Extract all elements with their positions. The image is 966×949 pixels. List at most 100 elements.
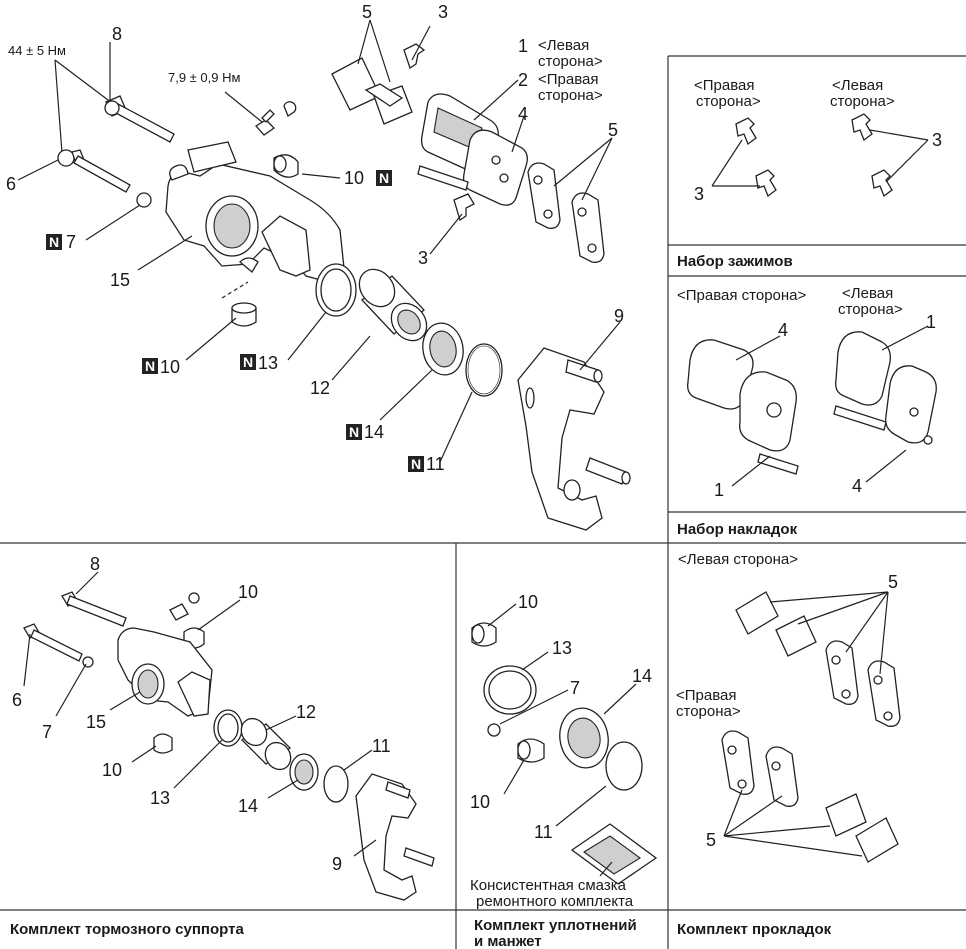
pad-icon-left-1 [835, 331, 891, 406]
callout-1-side2: сторона> [538, 53, 603, 70]
callout-8: 8 [112, 24, 122, 44]
seal-callout-14: 14 [632, 666, 652, 686]
n-badge-11 [408, 456, 424, 472]
clips-right-side-1: <Правая [694, 77, 755, 94]
shim-icon-right-c [825, 793, 867, 837]
top-exploded-view: 44 ± 5 Нм 7,9 ± 0,9 Нм [6, 2, 631, 531]
callout-10-top: 10 [344, 168, 364, 188]
seal-callout-11: 11 [534, 822, 553, 842]
kit-callout-10-lower: 10 [102, 760, 122, 780]
boot-10-top [273, 154, 299, 178]
n-badge-14-text: N [349, 424, 359, 440]
shim-kit-panel: <Левая сторона> <Правая сторона> 5 5 Ком… [676, 551, 901, 938]
n-badge-10-top [376, 170, 392, 186]
callout-9: 9 [614, 306, 624, 326]
callout-2-side2: сторона> [538, 87, 603, 104]
guide-pin-6 [57, 149, 131, 193]
clip-icon-right-a [735, 117, 757, 146]
seal-kit-caption-1: Комплект уплотнений [474, 917, 637, 934]
shims-5-right [527, 162, 605, 263]
shim-callout-5-right: 5 [706, 830, 716, 850]
callout-12: 12 [310, 378, 330, 398]
shim-icon-left-b [775, 615, 817, 657]
seal-callout-7: 7 [570, 678, 580, 698]
grease-label-1: Консистентная смазка [470, 877, 627, 894]
caliper-kit-panel: 8 6 7 15 10 10 13 12 14 11 9 Комплект то… [10, 554, 435, 938]
caliper-body-15 [165, 141, 345, 283]
shim-icon-right-b [765, 746, 799, 807]
clips-callout-3-right: 3 [694, 184, 704, 204]
seal-kit-panel: 10 13 7 14 10 11 Консистентная смазка ре… [470, 592, 658, 949]
pads-panel: <Правая сторона> <Левая сторона> 4 1 1 4… [677, 285, 937, 538]
seal-callout-10-lower: 10 [470, 792, 490, 812]
clips-callout-3-left: 3 [932, 130, 942, 150]
kit-callout-7: 7 [42, 722, 52, 742]
kit-callout-9: 9 [332, 854, 342, 874]
pads-callout-1-right: 1 [714, 480, 724, 500]
piston-12 [358, 268, 428, 342]
callout-13: 13 [258, 353, 278, 373]
seal-callout-13: 13 [552, 638, 572, 658]
bleeder-screw [254, 101, 297, 136]
callout-5-right: 5 [608, 120, 618, 140]
shim-left-side: <Левая сторона> [678, 551, 798, 568]
clips-right-side-2: сторона> [696, 93, 761, 110]
callout-2: 2 [518, 70, 528, 90]
piston-boot-14 [422, 322, 464, 376]
n-badge-7-text: N [49, 234, 59, 250]
guide-pin-8 [104, 95, 175, 143]
shim-icon-right-d [855, 817, 899, 863]
clips-panel: <Правая сторона> <Левая сторона> 3 3 Наб… [677, 77, 942, 270]
n-badge-13 [240, 354, 256, 370]
grease-label-2: ремонтного комплекта [476, 893, 634, 910]
boot-10-lower [231, 302, 257, 327]
callout-4: 4 [518, 104, 528, 124]
callout-14: 14 [364, 422, 384, 442]
brake-pad-2 [462, 129, 528, 206]
clip-icon-left-b [871, 169, 893, 198]
callout-2-side: <Правая [538, 71, 599, 88]
clips-caption: Набор зажимов [677, 253, 793, 270]
shim-callout-5-left: 5 [888, 572, 898, 592]
torque-label-bleeder: 7,9 ± 0,9 Нм [168, 70, 241, 85]
panel-frames [0, 55, 966, 949]
pads-left-side-2: сторона> [838, 301, 903, 318]
n-badge-10 [142, 358, 158, 374]
clip-icon-left-a [851, 113, 873, 142]
kit-callout-15: 15 [86, 712, 106, 732]
callout-3-top: 3 [438, 2, 448, 22]
torque-label-bolts: 44 ± 5 Нм [8, 43, 66, 58]
clip-icon-right-b [755, 169, 777, 198]
pads-callout-4-right: 4 [778, 320, 788, 340]
n-badge-13-text: N [243, 354, 253, 370]
clips-left-side-2: сторона> [830, 93, 895, 110]
pad-icon-left-4 [885, 365, 937, 444]
kit-callout-11: 11 [372, 736, 391, 756]
shim-right-side-1: <Правая [676, 687, 737, 704]
shim-kit-caption: Комплект прокладок [677, 921, 832, 938]
kit-callout-10-upper: 10 [238, 582, 258, 602]
shim-right-side-2: сторона> [676, 703, 741, 720]
clip-3-bottom [453, 193, 475, 222]
callout-11: 11 [426, 454, 445, 474]
pads-caption: Набор накладок [677, 521, 798, 538]
callout-1-side: <Левая [538, 37, 589, 54]
clips-left-side-1: <Левая [832, 77, 883, 94]
callout-10: 10 [160, 357, 180, 377]
pads-callout-4-left: 4 [852, 476, 862, 496]
n-badge-11-text: N [411, 456, 421, 472]
callout-1: 1 [518, 36, 528, 56]
shim-icon-left-a [735, 591, 779, 635]
kit-callout-12: 12 [296, 702, 316, 722]
pads-left-side-1: <Левая [842, 285, 893, 302]
pads-right-side: <Правая сторона> [677, 287, 807, 304]
pad-wear-indicator [417, 165, 469, 191]
kit-callout-6: 6 [12, 690, 22, 710]
n-badge-7 [46, 234, 62, 250]
kit-callout-14: 14 [238, 796, 258, 816]
n-badge-10-text: N [145, 358, 155, 374]
seal-callout-10-upper: 10 [518, 592, 538, 612]
shims-5-top [331, 57, 413, 125]
pads-callout-1-left: 1 [926, 312, 936, 332]
